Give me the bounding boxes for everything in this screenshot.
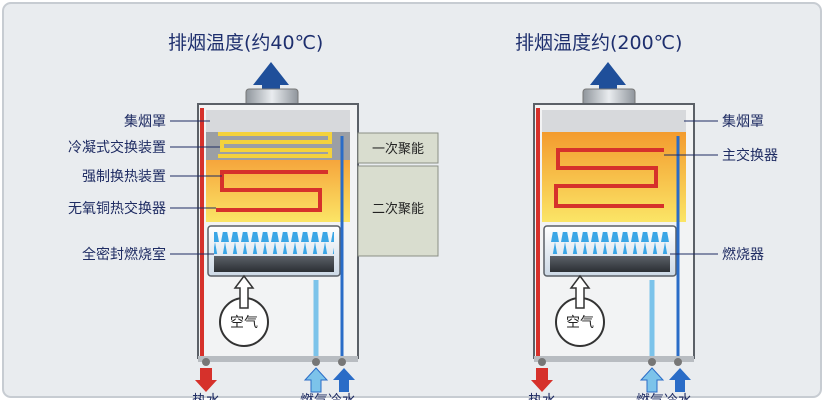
right-gas-arrow-icon: [669, 368, 691, 392]
left-label-hood: 集烟罩: [124, 113, 166, 130]
left-label-chamber: 全密封燃烧室: [82, 246, 166, 263]
left-gas-arrow-icon: [333, 368, 355, 392]
left-burner-base: [214, 256, 334, 272]
left-fitting-3: [338, 358, 346, 366]
left-air-arrow-icon: [233, 274, 255, 309]
left-stage-box-2: [357, 165, 439, 257]
left-flames: [214, 232, 334, 254]
right-fitting-2: [648, 358, 656, 366]
left-fitting-1: [202, 358, 210, 366]
left-bottom-label-cold: 燃气冷水: [300, 392, 356, 400]
left-title: 排烟温度(约40℃): [168, 32, 323, 54]
left-label-forced: 强制换热装置: [82, 168, 166, 185]
right-flames: [550, 232, 670, 254]
right-fitting-3: [674, 358, 682, 366]
right-heat-zone: [542, 132, 686, 222]
left-cold-water-arrow-icon: [303, 367, 329, 393]
left-hot-water-arrow-icon: [195, 368, 217, 392]
right-unit: 排烟温度约(200℃) 空气 热水 燃气冷水 集烟罩 主交换器 燃烧器: [515, 32, 778, 400]
right-bottom-label-hot: 热水: [528, 393, 556, 400]
left-condensing-coil: [218, 132, 332, 158]
left-hood: [206, 110, 350, 132]
left-bottom-plate: [198, 356, 358, 362]
right-label-exchanger: 主交换器: [722, 147, 778, 164]
right-exhaust-arrow-icon: [590, 62, 626, 91]
right-bottom-plate: [534, 356, 694, 362]
right-title: 排烟温度约(200℃): [515, 32, 682, 54]
right-bottom-label-cold: 燃气冷水: [636, 392, 692, 400]
left-label-condensing: 冷凝式交换装置: [68, 139, 166, 156]
left-fitting-2: [312, 358, 320, 366]
left-stage-box-1: [357, 132, 439, 164]
right-label-burner: 燃烧器: [722, 246, 764, 263]
left-unit: 排烟温度(约40℃) 空气: [68, 32, 439, 400]
right-fitting-1: [538, 358, 546, 366]
left-air-label: 空气: [230, 315, 258, 331]
left-bottom-label-hot: 热水: [192, 393, 220, 400]
left-heat-coil: [216, 170, 328, 212]
right-burner-base: [550, 256, 670, 272]
left-stage-label-2: 二次聚能: [372, 201, 424, 217]
right-hood: [542, 110, 686, 132]
right-hot-water-arrow-icon: [531, 368, 553, 392]
right-label-hood: 集烟罩: [722, 113, 764, 130]
right-main-coil: [554, 148, 664, 208]
left-stage-label-1: 一次聚能: [372, 141, 424, 157]
right-air-label: 空气: [566, 315, 594, 331]
right-air-arrow-icon: [569, 274, 591, 309]
right-cold-water-arrow-icon: [639, 367, 665, 393]
left-exhaust-arrow-icon: [253, 62, 289, 91]
left-label-copper: 无氧铜热交换器: [68, 200, 166, 217]
